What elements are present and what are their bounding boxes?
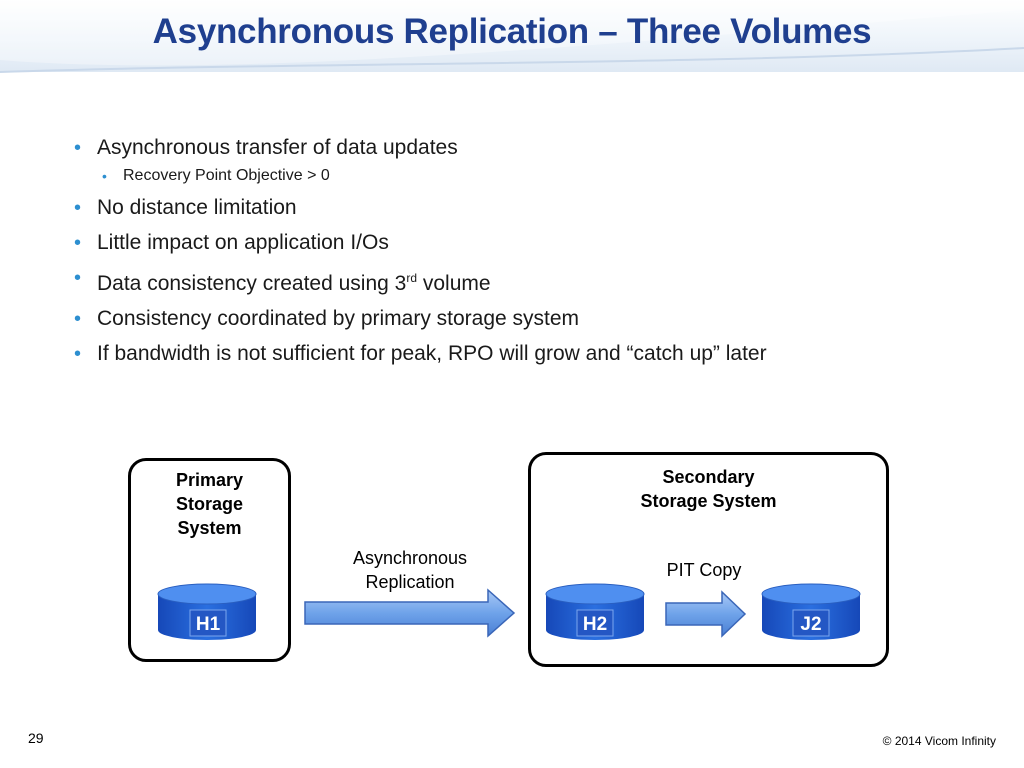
header-swoosh — [0, 0, 1024, 73]
label-line: Primary — [175, 470, 244, 490]
bullet-text: volume — [417, 272, 491, 295]
label-line: Asynchronous — [352, 548, 468, 568]
bullet-consistency-coordinated: Consistency coordinated by primary stora… — [72, 307, 767, 331]
secondary-storage-label: Secondary Storage System — [528, 465, 889, 513]
header-band — [0, 0, 1024, 72]
bullet-no-distance: No distance limitation — [72, 196, 767, 220]
volume-h2-label-chip — [576, 609, 614, 637]
label-line: System — [177, 518, 242, 538]
label-line: Storage — [175, 494, 244, 514]
label-line: Replication — [365, 572, 455, 592]
bullet-list: Asynchronous transfer of data updates Re… — [72, 136, 767, 377]
async-replication-arrow — [304, 588, 516, 638]
bullet-text: Data consistency created using 3 — [97, 272, 407, 295]
volume-j2-label: J2 — [800, 614, 821, 635]
bullet-async-transfer: Asynchronous transfer of data updates — [72, 136, 767, 160]
primary-storage-label: Primary Storage System — [128, 468, 291, 540]
copyright-notice: © 2014 Vicom Infinity — [882, 734, 996, 748]
label-line: Storage System — [640, 491, 777, 511]
superscript: rd — [406, 271, 418, 285]
slide-title: Asynchronous Replication – Three Volumes — [152, 12, 872, 51]
bullet-data-consistency: Data consistency created using 3rd volum… — [72, 266, 767, 296]
volume-j2-cylinder — [761, 583, 861, 640]
async-replication-label: Asynchronous Replication — [320, 546, 500, 594]
bullet-bandwidth: If bandwidth is not sufficient for peak,… — [72, 342, 767, 366]
label-line: Secondary — [662, 467, 755, 487]
bullet-little-impact: Little impact on application I/Os — [72, 231, 767, 255]
pit-copy-label: PIT Copy — [666, 560, 742, 580]
volume-h2-label: H2 — [583, 614, 607, 635]
page-number: 29 — [28, 730, 44, 746]
volume-h1-label-chip — [189, 609, 227, 637]
volume-j2-label-chip — [792, 609, 830, 637]
sub-bullet-rpo: Recovery Point Objective > 0 — [72, 166, 767, 186]
pit-copy-arrow — [665, 590, 747, 638]
volume-h1-label: H1 — [196, 614, 221, 635]
